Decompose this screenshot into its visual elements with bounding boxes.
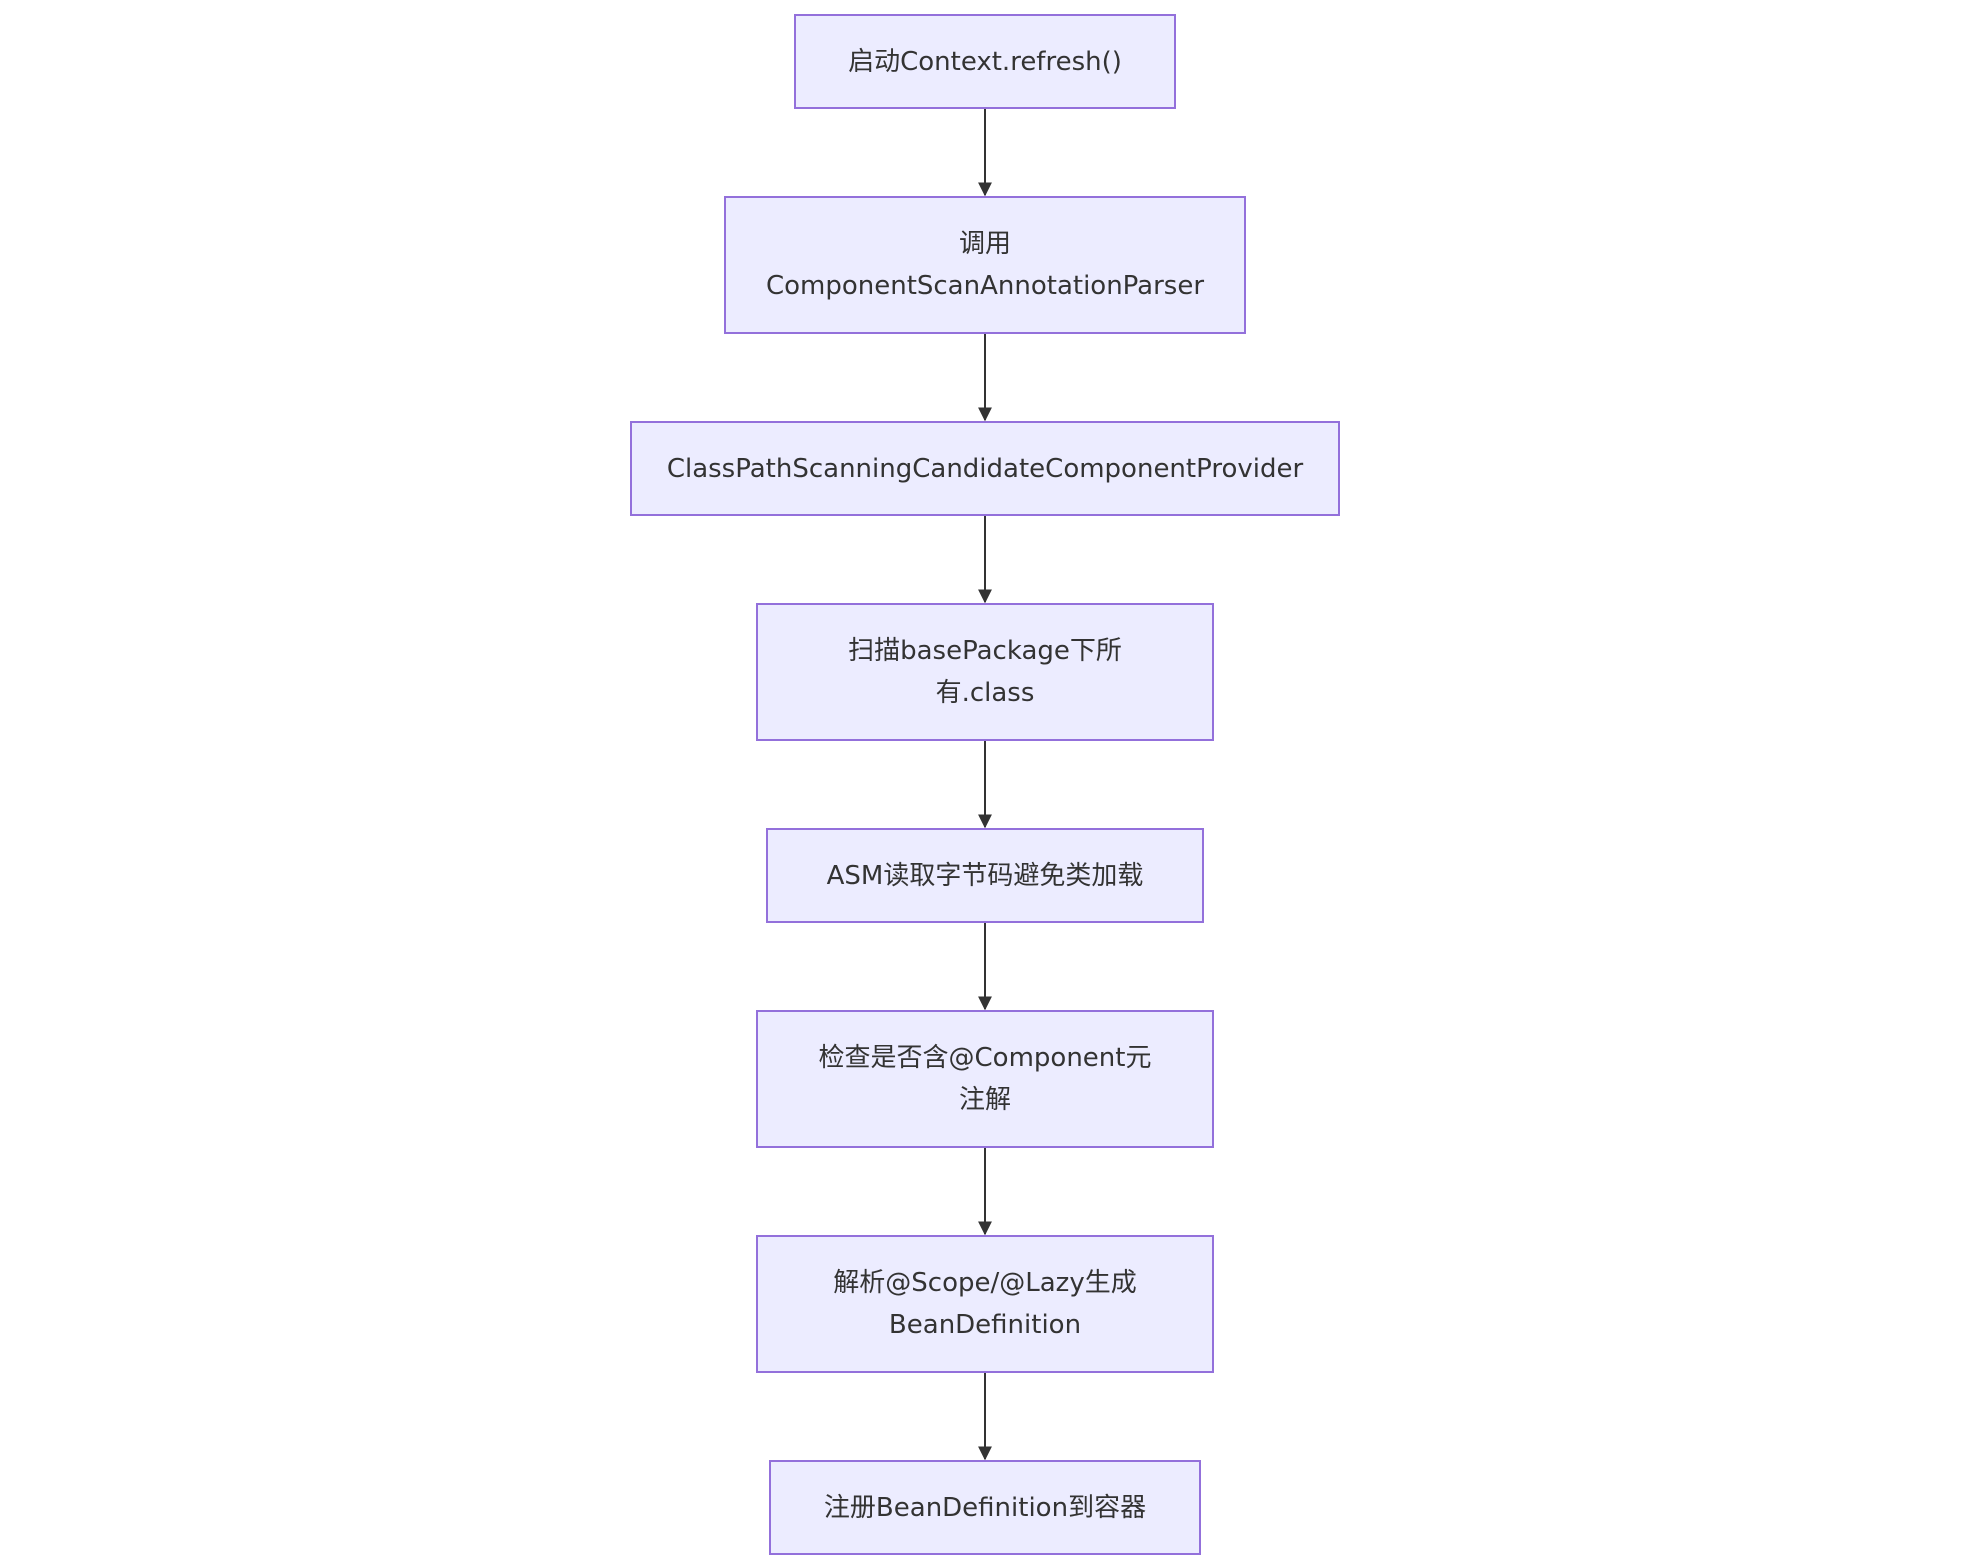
node-label: BeanDefinition	[888, 1310, 1082, 1340]
node-label: 解析@Scope/@Lazy生成	[833, 1268, 1137, 1298]
node-label: 启动Context.refresh()	[848, 46, 1122, 77]
node-label: ClassPathScanningCandidateComponentProvi…	[666, 453, 1304, 484]
node-context-refresh: 启动Context.refresh()	[794, 14, 1176, 109]
node-parse-scope-lazy: 解析@Scope/@Lazy生成 BeanDefinition	[756, 1235, 1214, 1373]
node-asm-read-bytecode: ASM读取字节码避免类加载	[766, 828, 1204, 923]
node-label: 检查是否含@Component元	[818, 1043, 1152, 1073]
node-candidate-provider: ClassPathScanningCandidateComponentProvi…	[630, 421, 1340, 516]
node-scan-base-package: 扫描basePackage下所 有.class	[756, 603, 1214, 741]
node-label: ComponentScanAnnotationParser	[765, 271, 1205, 301]
node-label: 扫描basePackage下所	[848, 636, 1122, 666]
node-label: 调用	[958, 229, 1011, 259]
node-check-component-annotation: 检查是否含@Component元 注解	[756, 1010, 1214, 1148]
node-label: 有.class	[935, 678, 1035, 708]
node-label: ASM读取字节码避免类加载	[826, 860, 1144, 891]
node-label: 注解	[958, 1085, 1011, 1115]
node-label: 注册BeanDefinition到容器	[823, 1492, 1147, 1523]
node-call-parser: 调用 ComponentScanAnnotationParser	[724, 196, 1246, 334]
node-register-bean-definition: 注册BeanDefinition到容器	[769, 1460, 1201, 1555]
